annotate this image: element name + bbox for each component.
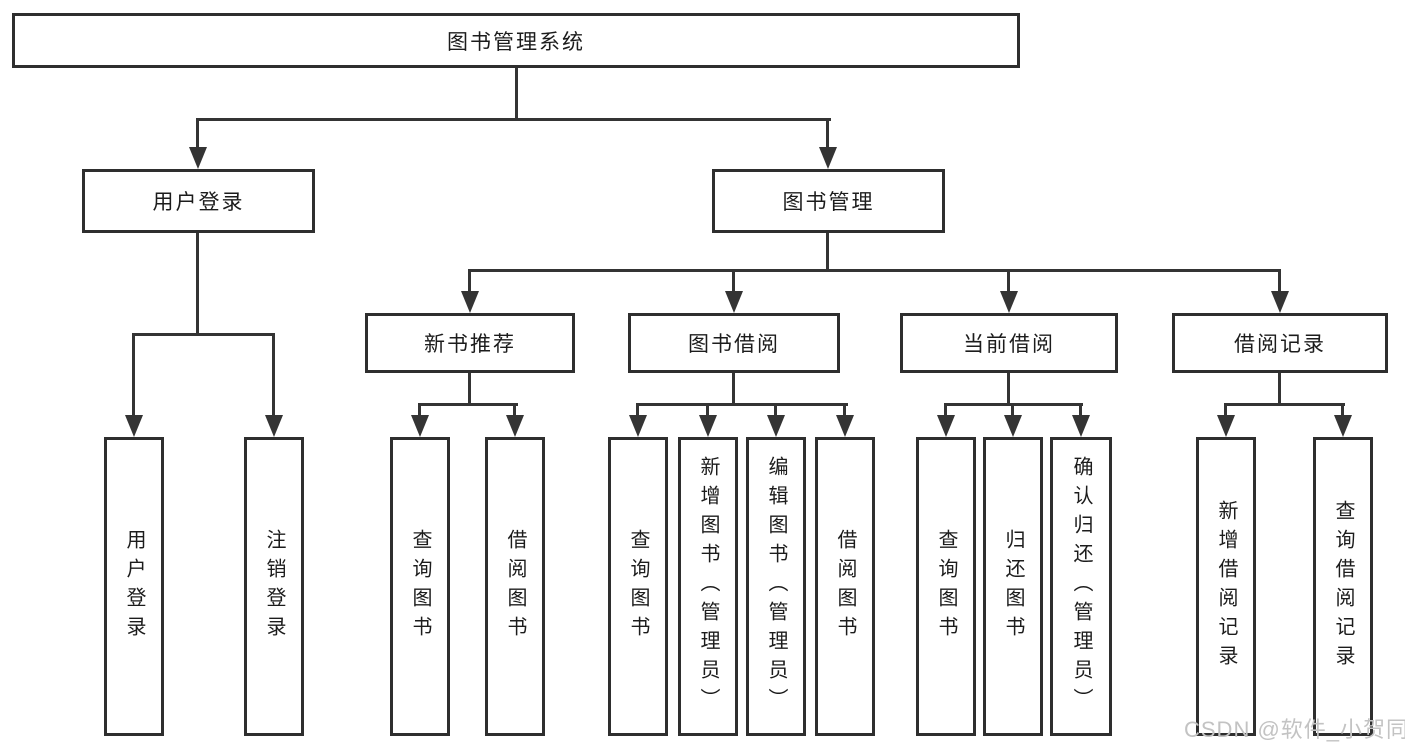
- node-label: 确认归还（管理员）: [1070, 456, 1092, 717]
- connector-line: [196, 118, 199, 148]
- node-leaf-bb-add: 新增图书（管理员）: [678, 437, 738, 736]
- arrowhead-down-icon: [1334, 415, 1352, 437]
- node-leaf-rec-query: 查询图书: [390, 437, 450, 736]
- node-label: 注销登录: [263, 528, 285, 645]
- arrowhead-down-icon: [836, 415, 854, 437]
- arrowhead-down-icon: [1271, 291, 1289, 313]
- connector-line: [196, 118, 831, 121]
- connector-line: [468, 269, 471, 291]
- node-label: 借阅图书: [834, 528, 856, 645]
- node-label: 查询图书: [409, 528, 431, 645]
- connector-line: [843, 403, 846, 415]
- connector-line: [1079, 403, 1082, 415]
- node-label: 当前借阅: [963, 333, 1055, 356]
- node-label: 编辑图书（管理员）: [765, 456, 787, 717]
- connector-line: [132, 333, 275, 336]
- node-leaf-cb-confirm: 确认归还（管理员）: [1050, 437, 1112, 736]
- node-label: 用户登录: [123, 528, 145, 645]
- node-leaf-bb-borrow: 借阅图书: [815, 437, 875, 736]
- node-label: 新书推荐: [424, 333, 516, 356]
- node-leaf-br-add: 新增借阅记录: [1196, 437, 1256, 736]
- watermark: CSDN @软件_小贺同学: [1184, 717, 1405, 742]
- connector-line: [196, 233, 199, 335]
- connector-line: [468, 269, 1281, 272]
- connector-line: [636, 403, 848, 406]
- arrowhead-down-icon: [1000, 291, 1018, 313]
- node-label: 归还图书: [1002, 528, 1024, 645]
- node-current-borrow: 当前借阅: [900, 313, 1118, 373]
- connector-line: [418, 403, 518, 406]
- arrowhead-down-icon: [506, 415, 524, 437]
- connector-line: [1278, 373, 1281, 405]
- node-book-borrow: 图书借阅: [628, 313, 840, 373]
- node-leaf-cb-query: 查询图书: [916, 437, 976, 736]
- connector-line: [515, 68, 518, 121]
- node-label: 新增借阅记录: [1215, 499, 1237, 674]
- node-book-mgmt: 图书管理: [712, 169, 945, 233]
- node-leaf-br-query: 查询借阅记录: [1313, 437, 1373, 736]
- connector-line: [513, 403, 516, 415]
- arrowhead-down-icon: [819, 147, 837, 169]
- node-label: 查询图书: [935, 528, 957, 645]
- connector-line: [272, 333, 275, 415]
- node-label: 图书管理: [782, 191, 875, 214]
- arrowhead-down-icon: [767, 415, 785, 437]
- node-borrow-records: 借阅记录: [1172, 313, 1388, 373]
- connector-line: [1007, 269, 1010, 291]
- connector-line: [1224, 403, 1227, 415]
- arrowhead-down-icon: [265, 415, 283, 437]
- arrowhead-down-icon: [125, 415, 143, 437]
- node-leaf-cb-return: 归还图书: [983, 437, 1043, 736]
- node-leaf-rec-borrow: 借阅图书: [485, 437, 545, 736]
- node-label: 图书管理系统: [447, 30, 585, 54]
- connector-line: [826, 233, 829, 271]
- node-label: 借阅图书: [504, 528, 526, 645]
- node-new-book-rec: 新书推荐: [365, 313, 575, 373]
- arrowhead-down-icon: [461, 291, 479, 313]
- connector-line: [418, 403, 421, 415]
- connector-line: [1224, 403, 1345, 406]
- connector-line: [826, 118, 829, 148]
- node-label: 图书借阅: [688, 333, 780, 356]
- node-label: 用户登录: [152, 191, 245, 214]
- arrowhead-down-icon: [1217, 415, 1235, 437]
- node-user-login: 用户登录: [82, 169, 315, 233]
- connector-line: [1007, 373, 1010, 405]
- node-leaf-bb-edit: 编辑图书（管理员）: [746, 437, 806, 736]
- arrowhead-down-icon: [189, 147, 207, 169]
- arrowhead-down-icon: [1004, 415, 1022, 437]
- connector-line: [1278, 269, 1281, 291]
- arrowhead-down-icon: [1072, 415, 1090, 437]
- node-root: 图书管理系统: [12, 13, 1020, 68]
- connector-line: [1341, 403, 1344, 415]
- connector-line: [732, 269, 735, 291]
- arrowhead-down-icon: [411, 415, 429, 437]
- node-label: 查询图书: [627, 528, 649, 645]
- arrowhead-down-icon: [725, 291, 743, 313]
- arrowhead-down-icon: [629, 415, 647, 437]
- connector-line: [732, 373, 735, 405]
- connector-line: [706, 403, 709, 415]
- node-label: 新增图书（管理员）: [697, 456, 719, 717]
- connector-line: [944, 403, 947, 415]
- node-label: 借阅记录: [1234, 333, 1326, 356]
- node-label: 查询借阅记录: [1332, 499, 1354, 674]
- node-leaf-user-login: 用户登录: [104, 437, 164, 736]
- node-leaf-bb-query: 查询图书: [608, 437, 668, 736]
- connector-line: [132, 333, 135, 415]
- connector-line: [468, 373, 471, 405]
- arrowhead-down-icon: [937, 415, 955, 437]
- connector-line: [636, 403, 639, 415]
- arrowhead-down-icon: [699, 415, 717, 437]
- connector-line: [774, 403, 777, 415]
- node-leaf-logout: 注销登录: [244, 437, 304, 736]
- connector-line: [1011, 403, 1014, 415]
